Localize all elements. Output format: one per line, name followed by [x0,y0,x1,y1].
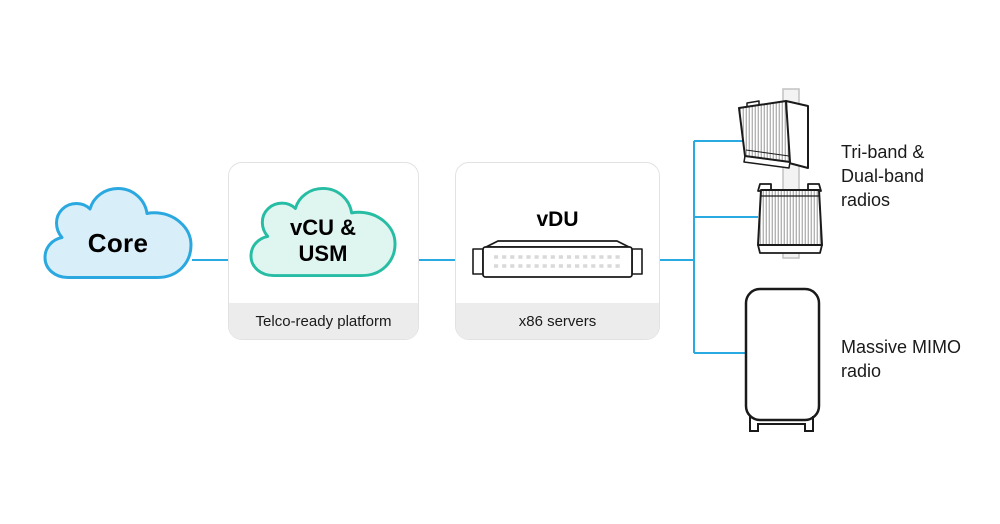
cloud-icon [43,187,193,279]
core-label: Core [87,227,149,258]
vcu-usm-label: vCU & USM [249,187,397,277]
x86-servers-footer-label: x86 servers [456,303,659,339]
vcu-usm-label-line2: USM [298,241,348,266]
rack-server-icon [472,240,643,278]
massive-mimo-label-line1: Massive MIMO [841,337,962,357]
tri-dual-band-label: Tri-band & Dual-band radios [841,140,924,212]
tri-dual-band-label-line3: radios [841,190,891,210]
telco-platform-footer-label: Telco-ready platform [229,303,418,339]
vcu-usm-cloud: vCU & USM [249,187,397,277]
massive-mimo-radio-icon [744,287,821,432]
panel-antenna-icon [738,100,809,169]
massive-mimo-label: Massive MIMO radio [841,335,961,383]
panel-antenna-icon [757,183,823,254]
core-cloud: Core [43,187,193,279]
vdu-label: vDU [536,208,579,231]
vcu-usm-label-line1: vCU & [289,215,356,240]
massive-mimo-label-line2: radio [841,361,882,381]
tri-dual-band-label-line1: Tri-band & [841,142,925,162]
tri-dual-band-label-line2: Dual-band [841,166,925,186]
cloud-icon [249,187,397,277]
